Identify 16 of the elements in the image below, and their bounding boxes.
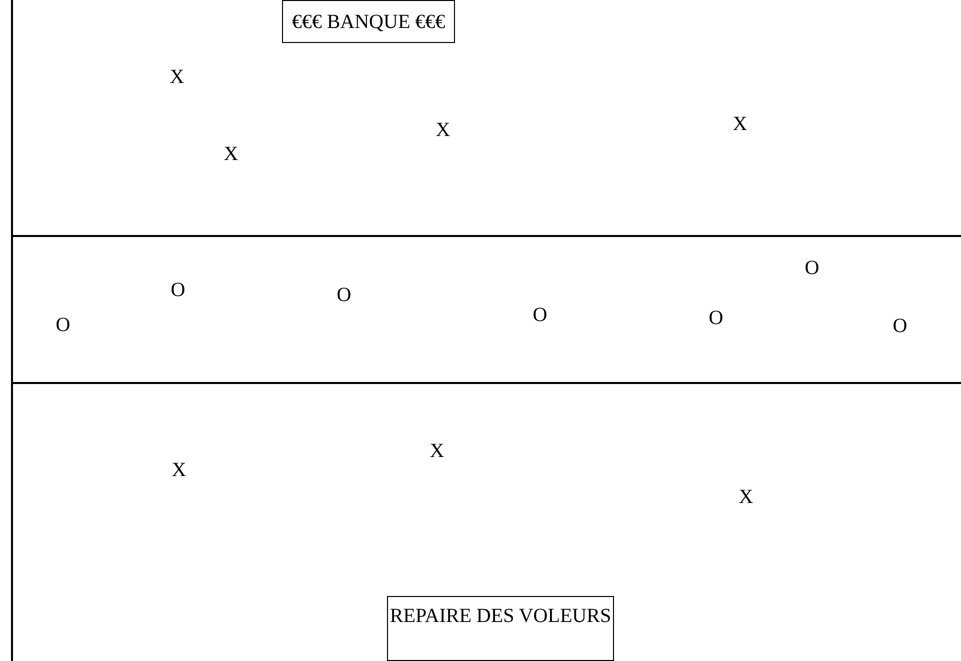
map-marker-letter: O: [532, 305, 548, 325]
map-marker-letter: O: [892, 316, 908, 336]
map-marker-letter: X: [738, 487, 754, 507]
map-marker-letter: O: [804, 258, 820, 278]
map-marker-letter: O: [708, 308, 724, 328]
map-marker-letter: X: [732, 114, 748, 134]
label-box: REPAIRE DES VOLEURS: [387, 596, 614, 661]
map-marker-letter: O: [56, 315, 70, 335]
map-marker-letter: X: [172, 460, 186, 480]
label-box: €€€ BANQUE €€€: [282, 0, 455, 43]
map-marker-letter: O: [336, 285, 352, 305]
map-marker-letter: O: [170, 280, 186, 300]
map-marker-letter: X: [430, 441, 444, 461]
map-marker-letter: X: [170, 67, 184, 87]
map-marker-letter: X: [436, 120, 450, 140]
map-marker-letter: X: [224, 144, 238, 164]
